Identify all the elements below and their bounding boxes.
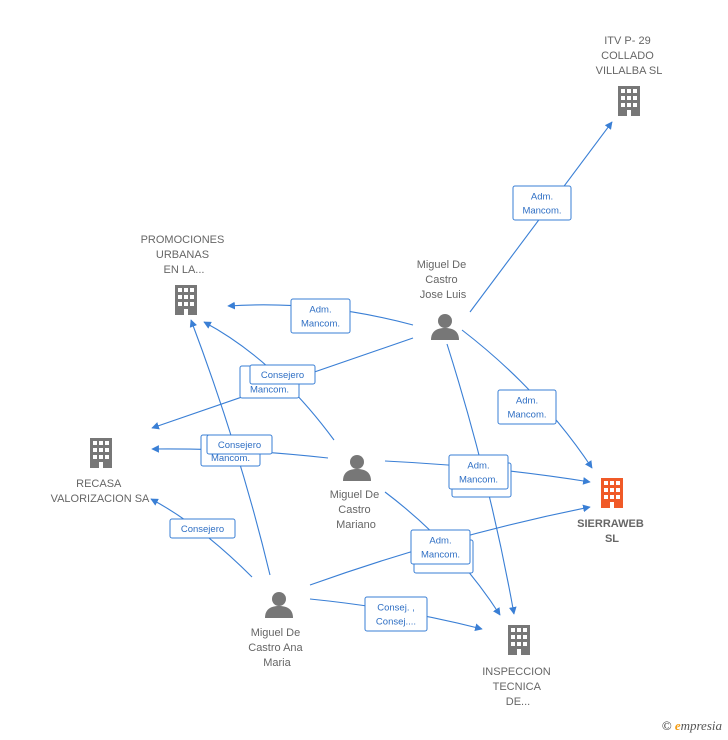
company-label: RECASA VALORIZACION SA (51, 478, 150, 505)
edge-label-text: Mancom. (522, 206, 561, 217)
edge-label-box (410, 529, 471, 565)
company-label: SIERRAWEB SL (577, 518, 647, 545)
edge-label-text: Adm. (309, 305, 331, 316)
edge-label-text: Consejero (218, 440, 261, 451)
edge-label-text: Consejero (261, 370, 304, 381)
person-label: Miguel De Castro Jose Luis (417, 259, 470, 301)
edge-label-text: Adm. (467, 461, 489, 472)
edge-label-text: Consejero (181, 524, 224, 535)
company-node-sierraweb[interactable]: SIERRAWEB SL (577, 478, 647, 545)
edge-labels: Adm. Mancom. Adm. Mancom. Adm. Mancom. Adm. Man… (169, 185, 572, 632)
edge-label-text: Mancom. (211, 453, 250, 464)
company-node-inspeccion[interactable]: INSPECCION TECNICA DE... (482, 625, 554, 708)
edge-label-text: Mancom. (250, 385, 289, 396)
edge-label-text: Adm. (516, 396, 538, 407)
edge-label-box (206, 434, 273, 455)
company-label: ITV P- 29 COLLADO VILLALBA SL (596, 35, 663, 77)
person-label: Miguel De Castro Ana Maria (248, 627, 305, 669)
company-label: INSPECCION TECNICA DE... (482, 666, 554, 708)
edge-label-ana-sierra: Adm. Mancom. (410, 529, 471, 565)
edge-label-mar-sierra: Adm. Mancom. (448, 454, 509, 490)
edge-label-box (512, 185, 572, 221)
edge-label-text: Consej. , (377, 603, 415, 614)
edge-label-ana-recasa: Consejero (169, 518, 236, 539)
person-node-mariano[interactable]: Miguel De Castro Mariano (330, 455, 383, 531)
edge-label-box (364, 596, 428, 632)
edge-label-mar-recasa: Consejero (206, 434, 273, 455)
company-node-recasa[interactable]: RECASA VALORIZACION SA (51, 438, 150, 505)
edge-label-jl-prom: Adm. Mancom. (290, 298, 351, 334)
edge-label-jl-sierra: Adm. Mancom. (497, 389, 557, 425)
person-node-ana-maria[interactable]: Miguel De Castro Ana Maria (248, 592, 305, 669)
edge-label-box (497, 389, 557, 425)
edge-label-text: Consej.... (376, 617, 416, 628)
person-icon (343, 455, 371, 481)
person-icon (431, 314, 459, 340)
building-icon (508, 625, 530, 655)
building-icon (618, 86, 640, 116)
company-label: PROMOCIONES URBANAS EN LA... (141, 234, 228, 276)
company-node-promociones[interactable]: PROMOCIONES URBANAS EN LA... (141, 234, 228, 315)
edge-label-text: Mancom. (301, 319, 340, 330)
edge-label-text: Mancom. (421, 550, 460, 561)
building-icon (601, 478, 623, 508)
brand-initial: e (674, 718, 681, 733)
person-label: Miguel De Castro Mariano (330, 489, 383, 531)
edge-label-text: Adm. (531, 192, 553, 203)
edge-label-text: Mancom. (459, 475, 498, 486)
edge-label-text: Adm. (429, 536, 451, 547)
edge-label-jl-recasa: Consejero (249, 364, 316, 385)
person-node-jose-luis[interactable]: Miguel De Castro Jose Luis (417, 259, 470, 340)
edge-label-box (249, 364, 316, 385)
edge-label-text: Mancom. (507, 410, 546, 421)
person-icon (265, 592, 293, 618)
edge-label-box (169, 518, 236, 539)
empresia-brand: ©empresia (662, 718, 722, 734)
edge-label-ana-insp: Consej. , Consej.... (364, 596, 428, 632)
copyright-icon: © (661, 718, 672, 733)
edge-label-jl-itv: Adm. Mancom. (512, 185, 572, 221)
company-node-itv[interactable]: ITV P- 29 COLLADO VILLALBA SL (596, 35, 663, 116)
building-icon (175, 285, 197, 315)
edge-label-box (448, 454, 509, 490)
edge-label-box (290, 298, 351, 334)
building-icon (90, 438, 112, 468)
brand-name: mpresia (680, 718, 722, 733)
